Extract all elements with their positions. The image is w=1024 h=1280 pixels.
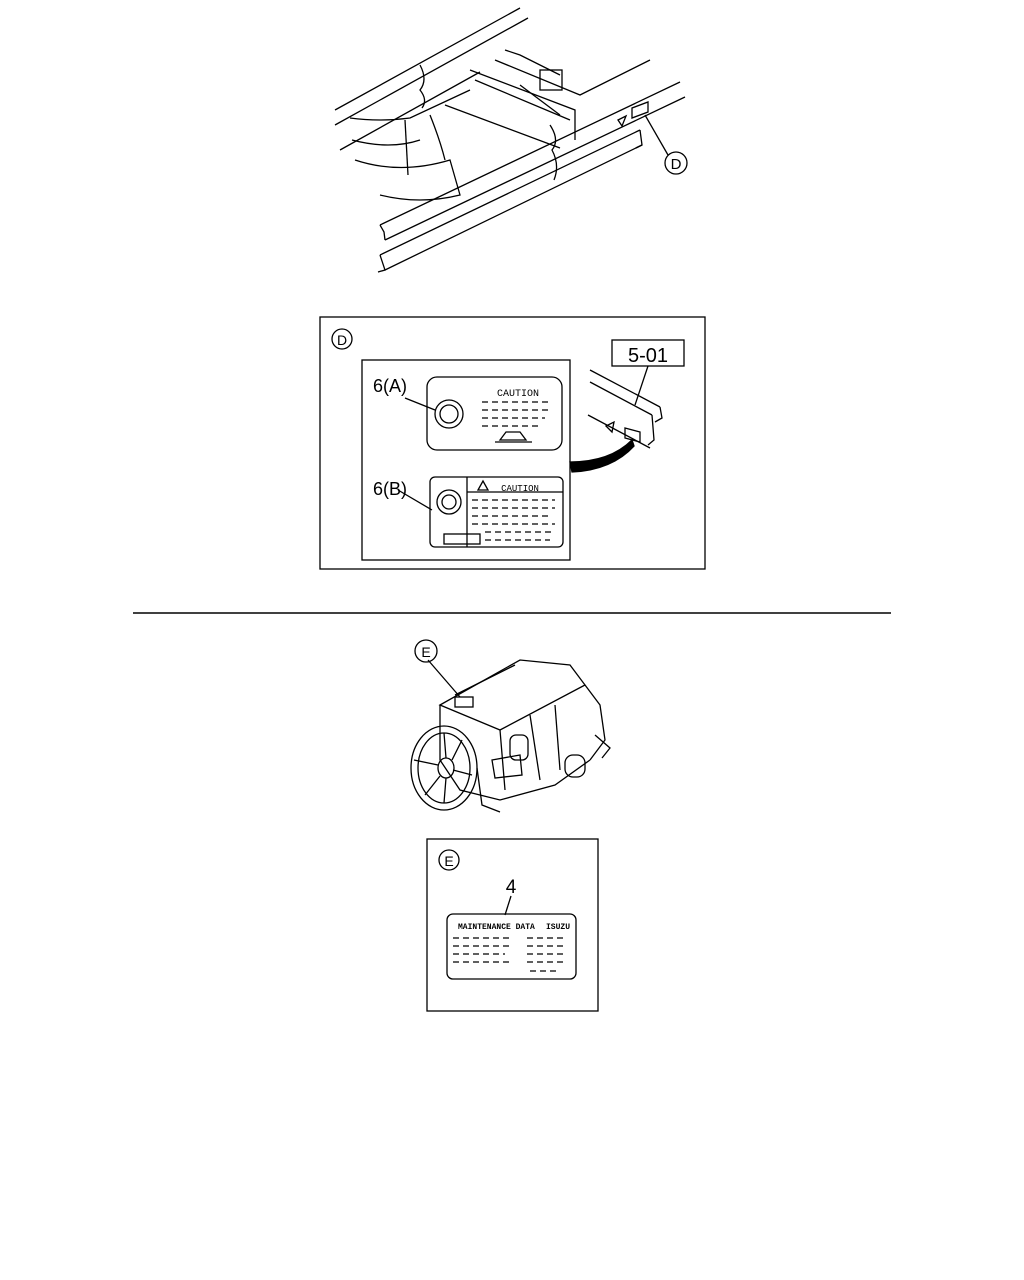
callout-e-detail-letter: E <box>444 853 453 869</box>
label-a-caution-heading: CAUTION <box>497 389 539 400</box>
callout-circle-d-detail <box>331 328 353 350</box>
callout-e-top-letter: E <box>421 644 430 660</box>
detail-d-frame <box>319 316 706 570</box>
callout-circle-e-detail <box>438 849 460 871</box>
label-a-sticker <box>404 376 563 451</box>
label-b-sticker <box>397 476 564 548</box>
label-panel <box>361 359 571 561</box>
label-b-caution-heading: CAUTION <box>501 484 539 494</box>
brand-isuzu: ISUZU <box>546 923 570 932</box>
callout-circle-d-top <box>664 151 688 175</box>
callout-circle-e-top <box>414 639 438 663</box>
part-label-6b: 6(B) <box>373 479 407 499</box>
callout-d-detail-letter: D <box>337 332 347 348</box>
chassis-frame-drawing <box>334 7 686 273</box>
part-label-6a: 6(A) <box>373 376 407 396</box>
ref-code-5-01: 5-01 <box>628 345 668 367</box>
part-label-4: 4 <box>506 877 517 898</box>
callout-d-top-letter: D <box>671 156 682 173</box>
rail-inset-drawing <box>587 339 685 449</box>
engine-drawing <box>410 659 611 813</box>
pointer-arrow <box>569 438 635 473</box>
maintenance-data-heading: MAINTENANCE DATA <box>458 923 535 932</box>
part-4-leader <box>504 895 512 916</box>
maintenance-data-label <box>446 913 577 980</box>
detail-e-frame <box>426 838 599 1012</box>
